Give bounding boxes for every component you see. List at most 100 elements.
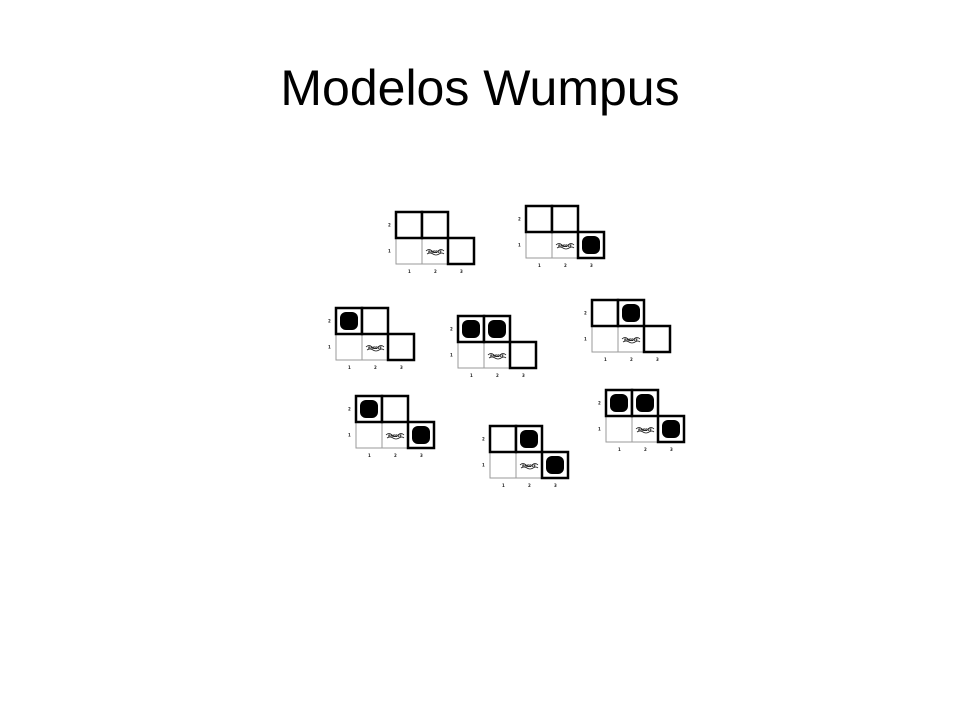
wumpus-grid-2: BREEZE 2 1 1 2 3: [518, 204, 606, 268]
grid-cell-1-1: [395, 237, 423, 265]
row-label: 1: [518, 243, 521, 248]
pit-icon: [582, 236, 600, 254]
row-label: 1: [482, 463, 485, 468]
breeze-label: BREEZE: [388, 434, 402, 438]
pit-icon: [520, 430, 538, 448]
col-label: 3: [522, 373, 525, 378]
wumpus-model-3: BREEZE 2 1 1 2 3: [578, 296, 688, 378]
wumpus-grid-1: BREEZE 2 1 1 2 3: [388, 210, 476, 274]
col-label: 1: [348, 365, 351, 370]
col-label: 3: [656, 357, 659, 362]
pit-icon: [360, 400, 378, 418]
grid-cell-1-1: [355, 421, 383, 449]
breeze-icon: BREEZE: [425, 249, 445, 256]
frontier-cell-1-3: [642, 324, 672, 354]
col-label: 3: [554, 483, 557, 488]
frontier-cell-1-3: [446, 236, 476, 266]
row-label: 2: [584, 311, 587, 316]
breeze-icon: BREEZE: [365, 345, 385, 352]
row-label: 1: [348, 433, 351, 438]
breeze-icon: BREEZE: [519, 463, 539, 470]
row-label: 1: [584, 337, 587, 342]
row-label: 1: [450, 353, 453, 358]
breeze-icon: BREEZE: [635, 427, 655, 434]
breeze-label: BREEZE: [638, 428, 652, 432]
wumpus-model-5: BREEZE 2 1 1 2 3: [322, 304, 432, 386]
pit-icon: [412, 426, 430, 444]
wumpus-grid-6: BREEZE 2 1 1 2 3: [482, 424, 570, 488]
grid-cell-1-1: [457, 341, 485, 369]
frontier-cell-2-1: [488, 424, 518, 454]
wumpus-grid-3: BREEZE 2 1 1 2 3: [584, 298, 672, 362]
breeze-label: BREEZE: [558, 244, 572, 248]
frontier-cell-1-3: [386, 332, 416, 362]
col-label: 3: [400, 365, 403, 370]
row-label: 1: [388, 249, 391, 254]
breeze-icon: BREEZE: [487, 353, 507, 360]
row-label: 2: [598, 401, 601, 406]
col-label: 2: [528, 483, 531, 488]
breeze-icon: BREEZE: [621, 337, 641, 344]
col-label: 2: [496, 373, 499, 378]
col-label: 3: [590, 263, 593, 268]
col-label: 1: [618, 447, 621, 452]
row-label: 2: [388, 223, 391, 228]
breeze-icon: BREEZE: [385, 433, 405, 440]
col-label: 2: [394, 453, 397, 458]
frontier-cell-2-1: [524, 204, 554, 234]
col-label: 1: [368, 453, 371, 458]
pit-icon: [546, 456, 564, 474]
col-label: 1: [604, 357, 607, 362]
pit-icon: [662, 420, 680, 438]
wumpus-model-7: BREEZE 2 1 1 2 3: [592, 386, 702, 468]
wumpus-model-2: BREEZE 2 1 1 2 3: [512, 202, 622, 284]
frontier-cell-2-2: [420, 210, 450, 240]
col-label: 2: [374, 365, 377, 370]
frontier-cell-2-1: [590, 298, 620, 328]
col-label: 3: [670, 447, 673, 452]
grid-cell-1-1: [605, 415, 633, 443]
row-label: 1: [598, 427, 601, 432]
slide-title: Modelos Wumpus: [280, 60, 680, 116]
col-label: 1: [408, 269, 411, 274]
row-label: 2: [518, 217, 521, 222]
col-label: 1: [502, 483, 505, 488]
wumpus-model-1: BREEZE 2 1 1 2 3: [382, 208, 492, 290]
frontier-cell-2-2: [360, 306, 390, 336]
breeze-label: BREEZE: [368, 346, 382, 350]
breeze-label: BREEZE: [428, 250, 442, 254]
col-label: 2: [644, 447, 647, 452]
row-label: 2: [348, 407, 351, 412]
col-label: 3: [460, 269, 463, 274]
wumpus-model-6: BREEZE 2 1 1 2 3: [476, 422, 586, 504]
breeze-label: BREEZE: [522, 464, 536, 468]
grid-cell-1-1: [591, 325, 619, 353]
pit-icon: [636, 394, 654, 412]
breeze-label: BREEZE: [624, 338, 638, 342]
row-label: 2: [328, 319, 331, 324]
col-label: 2: [434, 269, 437, 274]
row-label: 1: [328, 345, 331, 350]
col-label: 1: [470, 373, 473, 378]
wumpus-grid-7: BREEZE 2 1 1 2 3: [598, 388, 686, 452]
pit-icon: [340, 312, 358, 330]
col-label: 1: [538, 263, 541, 268]
frontier-cell-2-2: [380, 394, 410, 424]
pit-icon: [610, 394, 628, 412]
col-label: 2: [564, 263, 567, 268]
frontier-cell-2-1: [394, 210, 424, 240]
grid-cell-1-1: [525, 231, 553, 259]
wumpus-grid-5: BREEZE 2 1 1 2 3: [328, 306, 416, 370]
row-label: 2: [482, 437, 485, 442]
breeze-icon: BREEZE: [555, 243, 575, 250]
col-label: 2: [630, 357, 633, 362]
pit-icon: [462, 320, 480, 338]
breeze-label: BREEZE: [490, 354, 504, 358]
pit-icon: [488, 320, 506, 338]
frontier-cell-2-2: [550, 204, 580, 234]
grid-cell-1-1: [335, 333, 363, 361]
